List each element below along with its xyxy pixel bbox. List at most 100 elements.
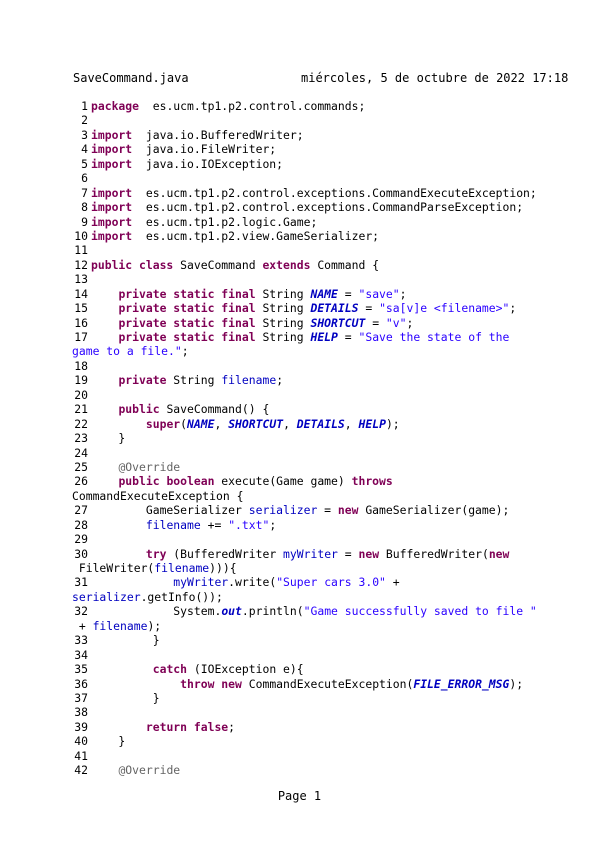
code-text: serializer.getInfo()); — [72, 590, 223, 604]
code-token: "v" — [385, 315, 407, 330]
code-token: String — [166, 373, 222, 388]
code-token: (BufferedWriter — [166, 546, 284, 561]
code-line: 39 return false; — [72, 720, 572, 734]
code-token: NAME — [187, 416, 215, 431]
line-number: 36 — [74, 676, 88, 691]
code-token: private static final — [118, 286, 256, 301]
code-token — [91, 677, 180, 691]
line-number: 38 — [74, 705, 88, 720]
code-token: super — [145, 416, 181, 431]
code-line: 29 — [72, 532, 572, 546]
line-number: 34 — [74, 647, 88, 662]
code-token: ; — [509, 301, 517, 316]
code-text: @Override — [91, 763, 180, 777]
code-token: ; — [406, 315, 414, 330]
code-token — [91, 417, 146, 431]
code-token: private static final — [118, 315, 256, 330]
code-line-continuation: game to a file."; — [72, 344, 572, 358]
code-text: import es.ucm.tp1.p2.view.GameSerializer… — [91, 229, 379, 243]
code-token: ); — [509, 676, 524, 691]
code-text: + filename); — [72, 619, 161, 633]
code-text: private static final String HELP = "Save… — [91, 330, 509, 344]
code-token — [91, 402, 118, 416]
code-token: String — [255, 286, 311, 301]
code-token: return false — [145, 719, 229, 734]
code-token: filename — [145, 517, 201, 532]
code-line: 37 } — [72, 691, 572, 705]
code-token: ; — [181, 344, 189, 359]
code-line: 42 @Override — [72, 763, 572, 777]
code-text: private String filename; — [91, 373, 283, 387]
line-number: 18 — [74, 358, 88, 373]
code-line: 15 private static final String DETAILS =… — [72, 301, 572, 315]
code-token: serializer — [72, 589, 141, 604]
code-token — [91, 301, 118, 315]
code-token: new — [488, 546, 510, 561]
code-text: return false; — [91, 720, 235, 734]
code-token: import — [91, 127, 133, 142]
code-token: , — [344, 416, 359, 431]
line-number: 23 — [74, 431, 88, 446]
code-text: filename += ".txt"; — [91, 518, 276, 532]
code-line: 22 super(NAME, SHORTCUT, DETAILS, HELP); — [72, 417, 572, 431]
code-token: FileWriter( — [72, 561, 155, 575]
code-text: throw new CommandExecuteException(FILE_E… — [91, 677, 523, 691]
code-text: game to a file."; — [72, 344, 189, 358]
line-number: 13 — [74, 272, 88, 287]
code-text: import java.io.IOException; — [91, 157, 283, 171]
code-token: HELP — [310, 330, 338, 344]
line-number: 14 — [74, 286, 88, 301]
code-token — [91, 662, 153, 676]
code-token: game to a file." — [72, 344, 182, 359]
code-token: java.io.BufferedWriter; — [132, 127, 304, 142]
line-number: 9 — [81, 214, 88, 229]
code-token: "save" — [358, 286, 400, 301]
code-token: import — [91, 200, 133, 215]
code-token: HELP — [358, 416, 386, 431]
code-line: 24 — [72, 446, 572, 460]
line-number: 35 — [74, 662, 88, 677]
code-token: = — [337, 330, 359, 344]
code-token: += — [200, 517, 229, 532]
page-number: Page 1 — [277, 789, 322, 803]
code-token: .getInfo()); — [140, 589, 223, 604]
code-line: 34 — [72, 648, 572, 662]
code-line: 35 catch (IOException e){ — [72, 662, 572, 676]
code-token: GameSerializer — [91, 503, 249, 518]
line-number: 4 — [81, 142, 88, 157]
line-number: 17 — [74, 330, 88, 344]
code-token: ; — [269, 517, 277, 532]
line-number: 8 — [81, 200, 88, 215]
code-text: import java.io.FileWriter; — [91, 142, 276, 156]
code-line: 11 — [72, 243, 572, 257]
code-token: myWriter — [173, 575, 229, 590]
code-line: 41 — [72, 749, 572, 763]
code-token: es.ucm.tp1.p2.control.exceptions.Command… — [132, 200, 524, 215]
code-token: serializer — [248, 503, 318, 518]
code-text: myWriter.write("Super cars 3.0" + — [91, 575, 399, 590]
line-number: 26 — [74, 474, 88, 489]
code-line-continuation: + filename); — [72, 619, 572, 633]
line-number: 22 — [74, 416, 88, 431]
code-token — [91, 763, 118, 777]
code-text: CommandExecuteException { — [72, 489, 243, 503]
code-line: 30 try (BufferedWriter myWriter = new Bu… — [72, 547, 572, 561]
code-token: DETAILS — [310, 301, 359, 316]
code-token: "Save the state of the — [358, 330, 510, 344]
line-number: 7 — [81, 185, 88, 200]
code-line-continuation: CommandExecuteException { — [72, 489, 572, 503]
code-text: } — [91, 734, 125, 748]
code-token: import — [91, 142, 133, 157]
code-token: try — [145, 546, 167, 561]
line-number: 5 — [81, 156, 88, 171]
code-text: private static final String SHORTCUT = "… — [91, 316, 413, 330]
line-number: 6 — [81, 171, 88, 186]
code-token: import — [91, 185, 133, 200]
line-number: 16 — [74, 315, 88, 330]
code-text: private static final String NAME = "save… — [91, 286, 406, 301]
code-token — [91, 518, 146, 532]
